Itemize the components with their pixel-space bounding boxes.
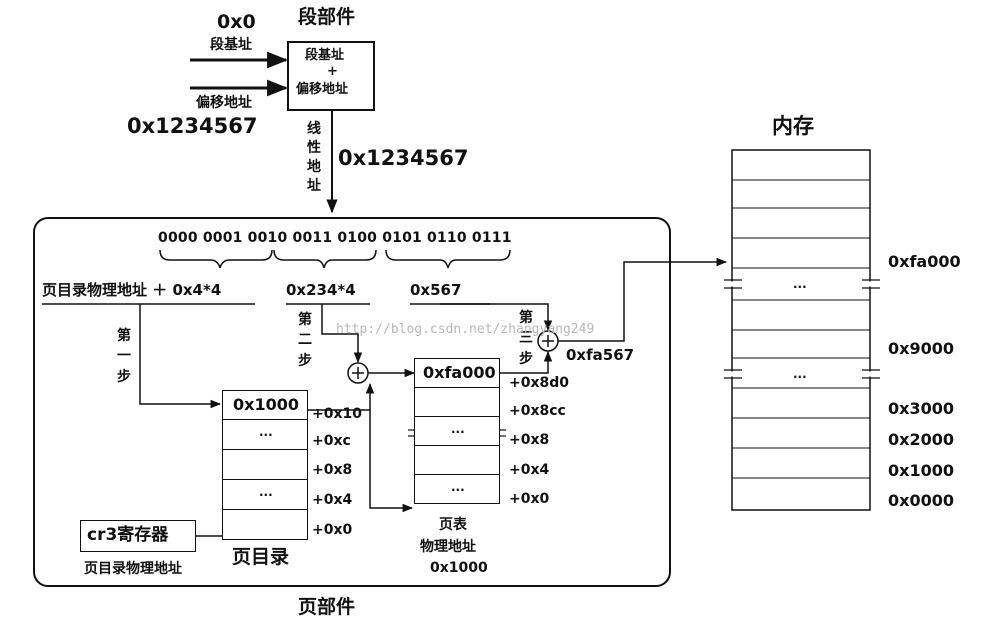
memory-address: 0x0000 bbox=[888, 491, 954, 510]
pd-entry bbox=[222, 449, 308, 480]
segment-box-base-label: 段基址 bbox=[305, 48, 345, 63]
page-table-title: 页表 bbox=[439, 517, 467, 533]
pt-entry-top: 0xfa000 bbox=[414, 358, 500, 388]
offset-expression: 0x567 bbox=[410, 281, 462, 299]
pt-entry bbox=[414, 445, 500, 475]
paging-unit-title: 页部件 bbox=[298, 596, 356, 618]
pt-ellipsis: ... bbox=[451, 480, 465, 494]
pt-entry bbox=[414, 387, 500, 417]
pt-offset: +0x8 bbox=[509, 432, 550, 448]
segment-box-offset-label: 偏移地址 bbox=[296, 82, 349, 97]
cr3-caption: 页目录物理地址 bbox=[84, 561, 182, 577]
pd-ellipsis: ... bbox=[259, 425, 273, 439]
pt-offset: +0x0 bbox=[509, 491, 550, 507]
adder3-to-memory-arrow bbox=[558, 257, 728, 342]
page-frame-to-adder3-arrow bbox=[500, 350, 553, 374]
watermark: http://blog.csdn.net/zhangyang249 bbox=[336, 322, 595, 337]
physical-address-result: 0xfa567 bbox=[566, 346, 635, 364]
pd-top-value: 0x1000 bbox=[233, 395, 299, 414]
linear-address-binary: 0000 0001 0010 0011 0100 0101 0110 0111 bbox=[158, 230, 512, 246]
pde-expression: 页目录物理地址 ＋ 0x4*4 bbox=[42, 281, 222, 299]
pd-offset: +0xc bbox=[312, 433, 351, 449]
pd-offset: +0x4 bbox=[312, 492, 353, 508]
memory-ellipsis: ... bbox=[793, 277, 807, 291]
step2-arrow bbox=[321, 304, 363, 364]
step1-arrow bbox=[139, 304, 222, 409]
pt-entry: ... bbox=[414, 416, 500, 446]
offset-address-value: 0x1234567 bbox=[127, 114, 258, 138]
pt-offset: +0x8cc bbox=[509, 403, 566, 419]
memory-address: 0xfa000 bbox=[888, 252, 961, 271]
table-base-to-adder-arrow bbox=[308, 409, 414, 513]
segment-base-value: 0x0 bbox=[217, 11, 256, 33]
page-table-caption-line1: 物理地址 bbox=[420, 539, 476, 555]
pd-ellipsis: ... bbox=[259, 485, 273, 499]
step3-arrow bbox=[440, 303, 553, 332]
paging-unit-frame bbox=[33, 217, 671, 587]
step1-label: 第 一 步 bbox=[117, 328, 131, 385]
pt-offset: +0x4 bbox=[509, 462, 550, 478]
segment-unit-box bbox=[287, 41, 375, 111]
pd-entry-top: 0x1000 bbox=[222, 390, 308, 420]
pt-offset: +0x8d0 bbox=[509, 375, 570, 391]
offset-address-label: 偏移地址 bbox=[196, 95, 252, 111]
pd-entry: ... bbox=[222, 479, 308, 510]
pd-entry bbox=[222, 509, 308, 540]
brace-page-offset bbox=[385, 249, 511, 269]
step3-label: 第 三 步 bbox=[519, 310, 533, 367]
memory-ellipsis: ... bbox=[793, 367, 807, 381]
brace-directory-index bbox=[159, 249, 273, 269]
step2-label: 第 二 步 bbox=[298, 312, 312, 369]
linear-address-label: 线 性 地 址 bbox=[307, 121, 321, 194]
cr3-label: cr3寄存器 bbox=[87, 525, 169, 545]
page-directory-title: 页目录 bbox=[232, 546, 290, 568]
memory-address: 0x3000 bbox=[888, 399, 954, 418]
brace-table-index bbox=[273, 249, 377, 269]
segment-unit-title: 段部件 bbox=[298, 6, 356, 28]
pte-expression: 0x234*4 bbox=[286, 281, 356, 299]
pt-entry: ... bbox=[414, 474, 500, 504]
linear-address-value: 0x1234567 bbox=[338, 146, 469, 170]
memory-address: 0x1000 bbox=[888, 461, 954, 480]
pd-offset: +0x0 bbox=[312, 522, 353, 538]
page-table-caption-line2: 0x1000 bbox=[430, 560, 488, 576]
pt-ellipsis: ... bbox=[451, 422, 465, 436]
memory-address: 0x2000 bbox=[888, 430, 954, 449]
pd-entry: ... bbox=[222, 419, 308, 450]
memory-title: 内存 bbox=[772, 114, 814, 138]
segment-base-label: 段基址 bbox=[210, 37, 252, 53]
memory-address: 0x9000 bbox=[888, 339, 954, 358]
pt-top-value: 0xfa000 bbox=[423, 363, 496, 382]
cr3-register: cr3寄存器 bbox=[80, 520, 196, 552]
pd-offset: +0x8 bbox=[312, 462, 353, 478]
pd-offset: +0x10 bbox=[312, 406, 362, 422]
segment-box-plus: + bbox=[327, 64, 338, 79]
